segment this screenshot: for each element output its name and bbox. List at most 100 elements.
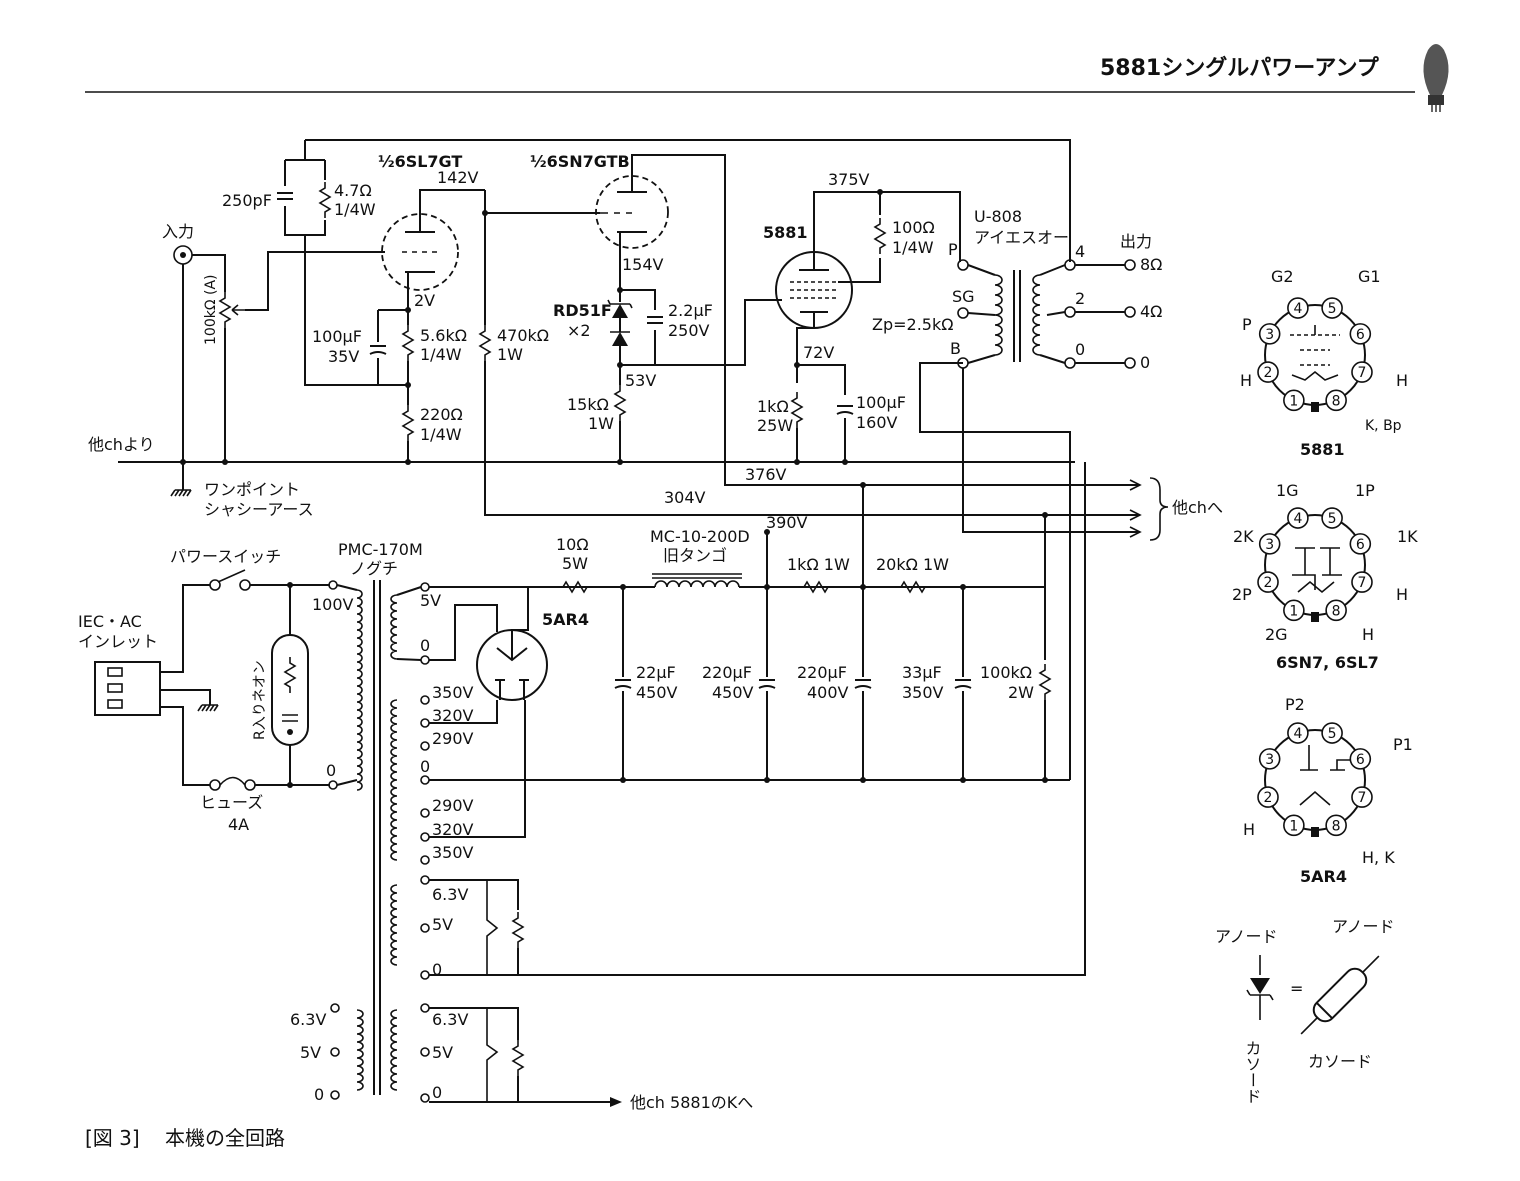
svg-text:1: 1 — [1289, 818, 1298, 834]
opt-tap-2 — [1064, 306, 1076, 318]
cap-2-2u-volt: 250V — [668, 321, 710, 340]
legend-cathode-left: カソード — [1243, 1040, 1262, 1104]
caption-text: 本機の全回路 — [165, 1126, 285, 1150]
h2-63: 6.3V — [432, 1010, 468, 1029]
r100k-w: 2W — [1008, 683, 1034, 702]
page-title: 5881シングルパワーアンプ — [1100, 55, 1380, 81]
opt-tap-2-num: 2 — [1075, 289, 1085, 308]
power-transformer — [356, 580, 381, 1095]
v2-cathode-voltage: 154V — [622, 255, 664, 274]
svg-text:7: 7 — [1358, 365, 1367, 381]
hl-0: 0 — [314, 1085, 324, 1104]
p5881-pin-4: 4 — [1287, 297, 1309, 319]
c220ub-volt: 400V — [807, 683, 849, 702]
v-375: 375V — [828, 170, 870, 189]
h1-0: 0 — [432, 960, 442, 979]
svg-text:2: 2 — [1264, 790, 1273, 806]
r-100-label: 100Ω — [892, 218, 935, 237]
p5ar4-pin-8: 8 — [1325, 814, 1347, 837]
pin6sn7-2k: 2K — [1233, 527, 1254, 546]
hl-63: 6.3V — [290, 1010, 326, 1029]
opt-zp: Zp=2.5kΩ — [872, 315, 953, 334]
p6sn7-pin-8: 8 — [1325, 599, 1347, 622]
sec-0a: 0 — [420, 636, 430, 655]
h1-5: 5V — [432, 915, 453, 934]
r-15k-label: 15kΩ — [567, 395, 609, 414]
svg-text:4: 4 — [1293, 511, 1302, 527]
r-10-label: 10Ω — [556, 535, 589, 554]
tube-5ar4-label: 5AR4 — [542, 610, 589, 629]
p5ar4-pin-4: 4 — [1287, 722, 1309, 744]
svg-text:7: 7 — [1358, 575, 1367, 591]
vacuum-tube-logo — [1423, 44, 1449, 112]
tube-v1-6sl7 — [381, 213, 459, 291]
inlet-label-1: IEC・AC — [78, 612, 142, 631]
pin5881-g2: G2 — [1271, 267, 1294, 286]
v1-plate-voltage: 142V — [437, 168, 479, 187]
pinout-5ar4: P2 P1 H H, K 5AR4 — [1243, 695, 1413, 886]
ptrans-maker: ノグチ — [350, 559, 398, 578]
p5881-base-key — [1311, 402, 1319, 412]
pin5ar4-p1: P1 — [1393, 735, 1413, 754]
tube-5881-label: 5881 — [763, 223, 808, 242]
svg-text:8: 8 — [1332, 603, 1341, 619]
pin5881-hl: H — [1240, 371, 1252, 390]
ground-label-1: ワンポイント — [204, 480, 300, 499]
h2-5: 5V — [432, 1043, 453, 1062]
power-switch-label: パワースイッチ — [170, 547, 281, 566]
p5ar4-base-key — [1311, 827, 1319, 837]
p5881-pin-7: 7 — [1351, 361, 1373, 383]
input-label: 入力 — [162, 222, 194, 241]
r-470k-w: 1W — [497, 345, 523, 364]
c22u-label: 22μF — [636, 663, 676, 682]
p5ar4-pin-2: 2 — [1257, 786, 1279, 808]
p5ar4-pin-1: 1 — [1283, 814, 1305, 837]
pin5881-name: 5881 — [1300, 440, 1345, 459]
sec-5v: 5V — [420, 591, 441, 610]
svg-text:3: 3 — [1265, 327, 1274, 343]
svg-text:2: 2 — [1264, 365, 1273, 381]
svg-text:3: 3 — [1265, 537, 1274, 553]
iec-inlet — [94, 661, 161, 716]
c22u-volt: 450V — [636, 683, 678, 702]
from-other-ch: 他chより — [88, 435, 155, 454]
choke — [652, 573, 742, 588]
p6sn7-pin-5: 5 — [1321, 507, 1343, 529]
pin5ar4-hk: H, K — [1362, 848, 1395, 867]
fuse-label: ヒューズ — [200, 793, 263, 812]
r100k-label: 100kΩ — [980, 663, 1032, 682]
opt-sg: SG — [952, 287, 975, 306]
caption-figure-no: [図 3] — [85, 1126, 140, 1150]
p6sn7-pin-3: 3 — [1258, 533, 1281, 555]
p5ar4-pin-7: 7 — [1351, 786, 1373, 808]
r-1k-w: 25W — [757, 416, 793, 435]
opt-tap-0-num: 0 — [1075, 340, 1085, 359]
output-0: 0 — [1140, 353, 1150, 372]
c33u-volt: 350V — [902, 683, 944, 702]
p5881-pin-8: 8 — [1325, 389, 1347, 412]
to-other-ch: 他chへ — [1172, 498, 1223, 517]
tube-v2-label: ½6SN7GTB — [530, 152, 630, 171]
svg-text:1: 1 — [1289, 603, 1298, 619]
r-1k1w-label: 1kΩ 1W — [787, 555, 850, 574]
r-20k1w-label: 20kΩ 1W — [876, 555, 949, 574]
r-470k-label: 470kΩ — [497, 326, 549, 345]
page-header: 5881シングルパワーアンプ — [85, 44, 1449, 112]
svg-text:1: 1 — [1289, 393, 1298, 409]
p5881-pin-2: 2 — [1257, 361, 1279, 383]
r-100-w: 1/4W — [892, 238, 934, 257]
pin6sn7-1p: 1P — [1355, 481, 1375, 500]
cap-2-2u-label: 2.2μF — [668, 301, 713, 320]
svg-text:2: 2 — [1264, 575, 1273, 591]
svg-text:4: 4 — [1293, 726, 1302, 742]
v2-zener-voltage: 53V — [625, 371, 656, 390]
opt-maker: アイエスオー — [974, 228, 1069, 247]
sec-320a: 320V — [432, 706, 474, 725]
svg-text:5: 5 — [1328, 726, 1337, 742]
p5881-pin-6: 6 — [1349, 323, 1372, 345]
r-220-label: 220Ω — [420, 405, 463, 424]
p5ar4-pin-6: 6 — [1349, 748, 1372, 770]
zener-count: ×2 — [567, 321, 591, 340]
svg-text:8: 8 — [1332, 818, 1341, 834]
legend-anode-left: アノード — [1215, 927, 1278, 946]
